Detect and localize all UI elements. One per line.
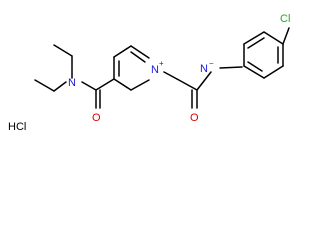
bond-n-aryl	[219, 66, 243, 69]
bond	[130, 79, 150, 91]
pyridinium-ring	[113, 45, 150, 91]
bond	[130, 51, 146, 63]
bond	[263, 65, 284, 79]
bond	[247, 37, 265, 49]
pyridinium-charge-label: +	[159, 59, 164, 68]
bond	[263, 31, 284, 45]
bond-n-ethyl-down	[53, 81, 67, 92]
bond-n-carbonyl	[196, 71, 212, 91]
bond	[243, 31, 265, 45]
pyridinium-nitrogen-label: N	[151, 64, 159, 76]
bond-ring-carbonyl	[95, 78, 115, 91]
bond-ethyl-up	[53, 44, 73, 57]
bond-ethyl-down	[34, 79, 55, 92]
hcl-salt-label: HCl	[8, 121, 26, 133]
chlorophenyl-ring	[243, 31, 284, 79]
bond	[243, 65, 265, 79]
amide-nitrogen-label: N	[68, 77, 76, 89]
bond	[113, 78, 132, 91]
chlorine-label: Cl	[280, 13, 290, 25]
bond-c-ch2	[176, 78, 198, 91]
acetamide-oxygen-label: O	[190, 112, 199, 124]
structure-canvas: Cl N − O N + O N HCl	[8, 13, 290, 133]
bond	[130, 45, 150, 59]
bond	[113, 45, 132, 58]
anilide-nitrogen-label: N	[200, 63, 208, 75]
anilide-charge-label: −	[209, 59, 214, 68]
amide-oxygen-label: O	[92, 112, 101, 124]
bond-ch2-n	[163, 71, 178, 80]
chemical-structure-diagram: Cl N − O N + O N HCl	[8, 13, 290, 133]
bond-c-n	[81, 81, 97, 91]
bond-c-cl	[282, 27, 290, 45]
bond	[247, 61, 263, 72]
